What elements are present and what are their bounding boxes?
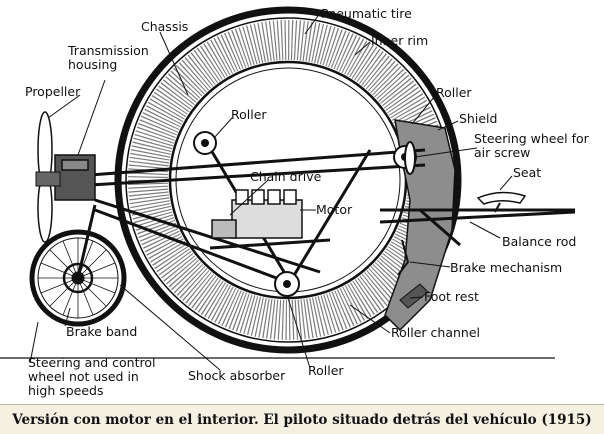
brake-mechanism [397, 239, 410, 276]
steering-wheel-air-screw [404, 141, 416, 175]
caption: Versión con motor en el interior. El pil… [12, 412, 592, 428]
foot-rest [399, 283, 429, 309]
propeller [35, 111, 61, 243]
label-propeller: Propeller [25, 84, 81, 99]
label-shock-absorber: Shock absorber [188, 368, 286, 383]
leader-lines [29, 15, 513, 371]
label-brake-band: Brake band [66, 324, 138, 339]
label-motor: Motor [316, 202, 353, 217]
label-shield: Shield [459, 111, 498, 126]
label-steering-air-1: Steering wheel for [474, 131, 589, 146]
label-seat: Seat [513, 165, 542, 180]
chassis-frame [89, 139, 576, 287]
label-inner-rim: Inner rim [371, 33, 429, 48]
monowheel-drawing [0, 6, 576, 371]
shield [384, 119, 456, 332]
pneumatic-tire [114, 6, 462, 354]
motor [209, 189, 331, 250]
label-steering-control-3: high speeds [28, 383, 104, 398]
roller-top [193, 131, 217, 155]
label-chassis: Chassis [141, 19, 189, 34]
label-balance-rod: Balance rod [502, 234, 577, 249]
monowheel-diagram: Pneumatic tire Chassis Inner rim Transmi… [0, 6, 589, 398]
label-roller-channel: Roller channel [391, 325, 480, 340]
label-roller-top: Roller [231, 107, 267, 122]
label-steering-control-1: Steering and control [28, 355, 156, 370]
label-roller-right: Roller [436, 85, 472, 100]
steering-control-wheel [29, 204, 127, 327]
transmission-housing [54, 154, 96, 201]
label-steering-air-2: air screw [474, 145, 531, 160]
label-transmission-housing-1: Transmission [68, 43, 149, 58]
label-roller-bottom: Roller [308, 363, 344, 378]
label-transmission-housing-2: housing [68, 57, 118, 72]
caption-bar: Versión con motor en el interior. El pil… [0, 404, 604, 434]
label-chain-drive: Chain drive [250, 169, 322, 184]
label-foot-rest: Foot rest [424, 289, 479, 304]
roller-bottom [274, 271, 300, 297]
label-brake-mechanism: Brake mechanism [450, 260, 563, 275]
label-pneumatic-tire: Pneumatic tire [321, 6, 412, 21]
label-steering-control-2: wheel not used in [28, 369, 139, 384]
seat [476, 191, 527, 205]
